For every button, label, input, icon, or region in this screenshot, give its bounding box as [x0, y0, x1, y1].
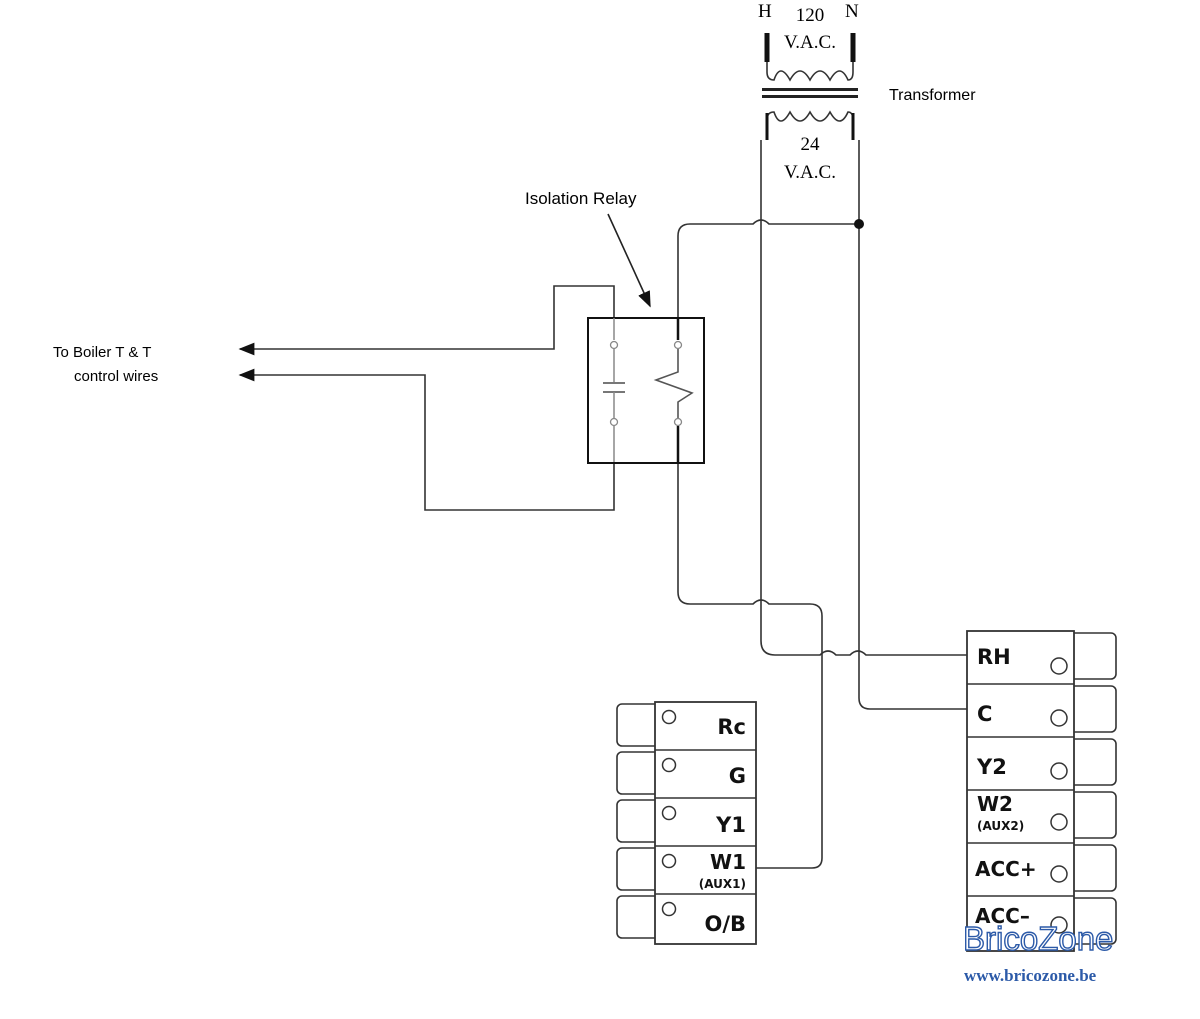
- terminal-sublabel: (AUX2): [977, 819, 1024, 833]
- wire-relay-coil-top: [677, 219, 859, 318]
- wire-common-to-c: [858, 140, 968, 710]
- terminal-label: Y1: [715, 813, 746, 837]
- wire-boiler-2: [238, 368, 615, 511]
- terminal-sublabel: (AUX1): [699, 877, 746, 891]
- terminal-acc-minus: ACC–: [975, 904, 1068, 934]
- boiler-label-line1: To Boiler T & T: [53, 344, 151, 361]
- terminal-acc-plus: ACC+: [975, 857, 1068, 883]
- screw-icon: [1050, 916, 1068, 934]
- terminal-label: W1: [710, 850, 746, 874]
- left-terminal-block: Rc G Y1 W1 (AUX1) O/B: [616, 701, 757, 945]
- screw-icon: [661, 805, 677, 821]
- terminal-label: W2: [977, 792, 1013, 816]
- isolation-relay: Isolation Relay: [525, 189, 705, 464]
- terminal-rh: RH: [977, 645, 1068, 675]
- terminal-w2: W2 (AUX2): [977, 792, 1068, 833]
- primary-coil: [766, 62, 854, 82]
- contact-terminal-bottom: [609, 417, 619, 427]
- terminal-c: C: [977, 702, 1068, 727]
- terminal-label: Rc: [717, 715, 746, 739]
- primary-voltage: 120: [796, 5, 825, 26]
- secondary-voltage: 24: [801, 134, 821, 155]
- primary-unit: V.A.C.: [784, 32, 836, 53]
- right-block-tabs: [1063, 632, 1117, 945]
- watermark: BricoZone www.bricozone.be: [962, 919, 1114, 985]
- terminal-g: G: [661, 757, 746, 788]
- right-terminal-block: RH C Y2 W2 (AUX2) ACC+ ACC–: [966, 630, 1117, 952]
- terminal-y1: Y1: [661, 805, 746, 837]
- wire-relay-coil-to-w1: [677, 462, 823, 869]
- terminal-label: RH: [977, 645, 1011, 669]
- core-bar-top: [762, 88, 858, 91]
- relay-pointer-arrow: [607, 213, 651, 308]
- left-block-tabs: [616, 703, 666, 939]
- screw-icon: [661, 757, 677, 773]
- terminal-label: ACC–: [975, 904, 1030, 928]
- terminal-y2: Y2: [976, 755, 1068, 780]
- terminal-label: C: [977, 702, 992, 726]
- transformer: H N 120 V.A.C. 24 V.A.C. Transformer: [758, 1, 976, 183]
- wires: [238, 140, 968, 869]
- core-bar-bottom: [762, 95, 858, 98]
- terminal-w1: W1 (AUX1): [661, 850, 746, 891]
- coil-terminal-top: [673, 340, 683, 350]
- transformer-label: Transformer: [889, 87, 976, 104]
- coil-symbol: [653, 349, 694, 418]
- right-block-body: [966, 630, 1075, 952]
- terminal-label: ACC+: [975, 857, 1037, 881]
- screw-icon: [1050, 762, 1068, 780]
- coil-terminal-bottom: [673, 417, 683, 427]
- terminal-rc: Rc: [661, 709, 746, 739]
- relay-label: Isolation Relay: [525, 189, 637, 208]
- secondary-unit: V.A.C.: [784, 162, 836, 183]
- hot-label: H: [758, 1, 772, 22]
- watermark-brand: BricoZone: [963, 920, 1113, 957]
- watermark-url: www.bricozone.be: [964, 966, 1097, 985]
- terminal-label: G: [729, 764, 746, 788]
- terminal-ob: O/B: [661, 901, 746, 936]
- wire-boiler-1: [238, 285, 615, 356]
- screw-icon: [661, 709, 677, 725]
- screw-icon: [1050, 709, 1068, 727]
- screw-icon: [1050, 865, 1068, 883]
- screw-icon: [661, 853, 677, 869]
- terminal-label: Y2: [976, 755, 1007, 779]
- boiler-label-line2: control wires: [74, 368, 158, 385]
- junction-dot: [854, 219, 864, 229]
- neutral-label: N: [845, 1, 859, 22]
- screw-icon: [1050, 813, 1068, 831]
- terminal-label: O/B: [704, 912, 746, 936]
- wire-24v-to-rh: [760, 140, 968, 656]
- contact-terminal-top: [609, 340, 619, 350]
- secondary-coil: [766, 110, 854, 140]
- screw-icon: [661, 901, 677, 917]
- screw-icon: [1050, 657, 1068, 675]
